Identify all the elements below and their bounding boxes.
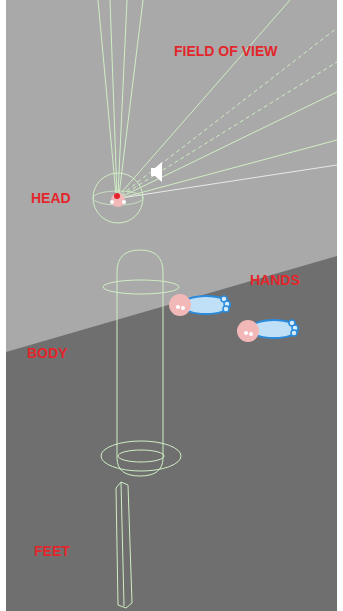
field-of-view-label: FIELD OF VIEW	[174, 43, 277, 59]
part-label: FEET	[34, 543, 70, 559]
upper-ground	[6, 0, 337, 611]
lower-ground	[6, 256, 337, 611]
hands	[169, 294, 298, 342]
head-gizmo	[93, 173, 143, 223]
body-capsule	[101, 250, 181, 476]
field-of-view-lines	[98, 0, 337, 198]
part-label: HANDS	[250, 272, 300, 288]
feet-rod	[116, 482, 132, 608]
part-label: HEAD	[31, 190, 71, 206]
speaker-icon	[151, 162, 162, 182]
part-label: BODY	[27, 345, 67, 361]
